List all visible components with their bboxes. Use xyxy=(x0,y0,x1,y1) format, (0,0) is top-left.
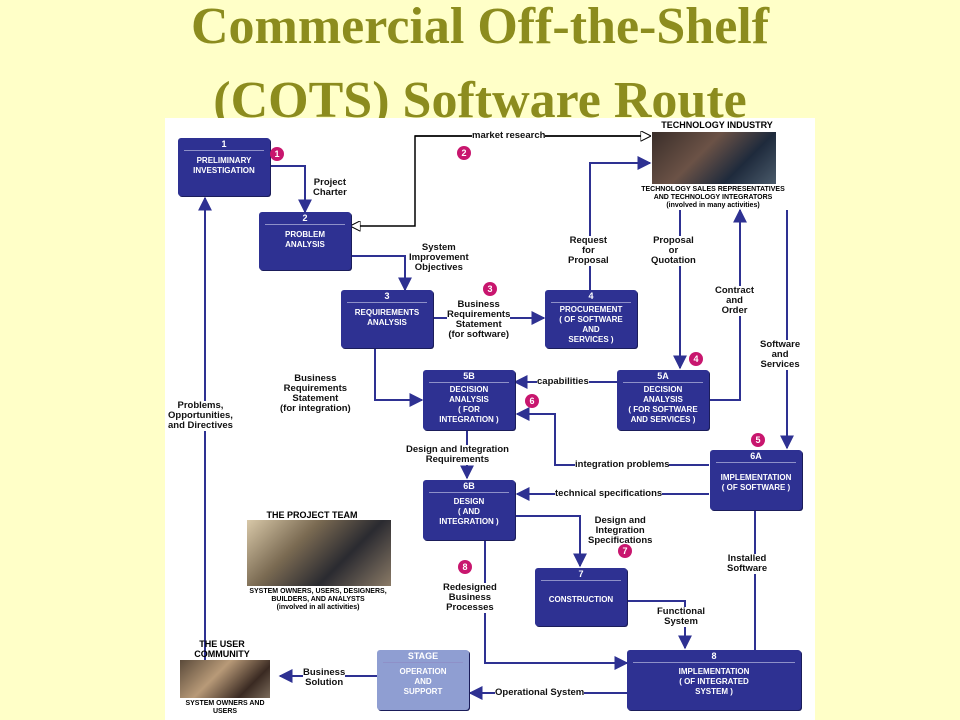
label-integration-problems: integration problems xyxy=(575,459,670,470)
label-redesigned-processes: Redesigned Business Processes xyxy=(443,582,497,613)
box-label: REQUIREMENTS ANALYSIS xyxy=(354,308,420,327)
label-system-improvement: System Improvement Objectives xyxy=(409,242,469,273)
tech-industry-caption: TECHNOLOGY SALES REPRESENTATIVES AND TEC… xyxy=(641,186,785,209)
step-badge: 7 xyxy=(618,544,632,558)
box-number: 1 xyxy=(184,138,264,151)
box-preliminary-investigation: 1 PRELIMINARY INVESTIGATION xyxy=(178,138,270,196)
box-label: IMPLEMENTATION ( OF SOFTWARE ) xyxy=(720,473,792,492)
flow-functional-system xyxy=(627,600,692,650)
box-decision-analysis-software: 5A DECISION ANALYSIS ( FOR SOFTWARE AND … xyxy=(617,370,709,430)
cots-flow-diagram: 1 PRELIMINARY INVESTIGATION 2 PROBLEM AN… xyxy=(165,118,815,720)
project-team-title: THE PROJECT TEAM xyxy=(266,510,358,520)
flow-request-for-proposal xyxy=(589,156,652,290)
step-badge: 1 xyxy=(270,147,284,161)
label-capabilities: capabilities xyxy=(537,376,589,387)
user-community-title: THE USER COMMUNITY xyxy=(194,639,250,659)
box-operation-support: STAGE OPERATION AND SUPPORT xyxy=(377,650,469,710)
box-label: DECISION ANALYSIS ( FOR INTEGRATION ) xyxy=(439,385,499,424)
box-number: 3 xyxy=(347,290,427,303)
box-number: 8 xyxy=(633,650,795,663)
label-business-req-software: Business Requirements Statement (for sof… xyxy=(447,299,511,340)
label-contract-order: Contract and Order xyxy=(715,285,755,316)
box-problem-analysis: 2 PROBLEM ANALYSIS xyxy=(259,212,351,270)
label-business-req-integration: Business Requirements Statement (for int… xyxy=(280,373,351,414)
box-number: STAGE xyxy=(383,650,463,663)
step-badge: 6 xyxy=(525,394,539,408)
box-label: DESIGN ( AND INTEGRATION ) xyxy=(439,497,499,526)
label-software-services: Software and Services xyxy=(760,339,801,370)
step-badge: 5 xyxy=(751,433,765,447)
box-procurement: 4 PROCUREMENT ( OF SOFTWARE AND SERVICES… xyxy=(545,290,637,348)
box-implementation-software: 6A IMPLEMENTATION ( OF SOFTWARE ) xyxy=(710,450,802,510)
step-badge: 8 xyxy=(458,560,472,574)
flow-system-improvement xyxy=(351,255,412,292)
flow-redesigned-processes xyxy=(484,540,629,670)
box-label: PROCUREMENT ( OF SOFTWARE AND SERVICES ) xyxy=(559,305,623,344)
flow-contract-order xyxy=(710,208,747,401)
step-badge: 2 xyxy=(457,146,471,160)
box-number: 5A xyxy=(623,370,703,383)
box-label: PROBLEM ANALYSIS xyxy=(285,230,325,249)
step-badge: 3 xyxy=(483,282,497,296)
user-community-caption: SYSTEM OWNERS AND USERS xyxy=(185,700,265,715)
step-badge: 4 xyxy=(689,352,703,366)
slide-title-line-1: Commercial Off-the-Shelf xyxy=(190,0,770,55)
box-label: DECISION ANALYSIS ( FOR SOFTWARE AND SER… xyxy=(628,385,698,424)
flow-project-charter xyxy=(270,165,312,214)
label-proposal-quotation: Proposal or Quotation xyxy=(651,235,696,266)
tech-industry-photo xyxy=(652,132,776,184)
label-problems-opportunities: Problems, Opportunities, and Directives xyxy=(168,400,233,431)
box-label: IMPLEMENTATION ( OF INTEGRATED SYSTEM ) xyxy=(678,667,750,696)
user-community-photo xyxy=(180,660,270,698)
tech-industry-title: TECHNOLOGY INDUSTRY xyxy=(661,120,773,130)
label-functional-system: Functional System xyxy=(657,606,706,627)
label-project-charter: Project Charter xyxy=(313,177,347,198)
label-market-research: market research xyxy=(472,130,546,141)
box-number: 4 xyxy=(551,290,631,303)
box-label: CONSTRUCTION xyxy=(548,595,614,604)
box-construction: 7 CONSTRUCTION xyxy=(535,568,627,626)
flow-business-req-integration xyxy=(374,348,424,407)
label-request-for-proposal: Request for Proposal xyxy=(568,235,609,266)
flow-design-integration-specs xyxy=(515,515,587,568)
box-design-integration: 6B DESIGN ( AND INTEGRATION ) xyxy=(423,480,515,540)
project-team-photo xyxy=(247,520,391,586)
box-number: 2 xyxy=(265,212,345,225)
label-design-integration-req: Design and Integration Requirements xyxy=(406,444,509,465)
label-technical-specifications: technical specifications xyxy=(555,488,663,499)
box-implementation-integrated: 8 IMPLEMENTATION ( OF INTEGRATED SYSTEM … xyxy=(627,650,801,710)
box-number: 6A xyxy=(716,450,796,463)
box-decision-analysis-integration: 5B DECISION ANALYSIS ( FOR INTEGRATION ) xyxy=(423,370,515,430)
flow-market-research xyxy=(351,135,650,226)
box-number: 6B xyxy=(429,480,509,493)
project-team-caption: SYSTEM OWNERS, USERS, DESIGNERS, BUILDER… xyxy=(249,588,387,611)
label-installed-software: Installed Software xyxy=(727,553,768,574)
label-operational-system: Operational System xyxy=(495,687,585,698)
box-label: OPERATION AND SUPPORT xyxy=(399,667,447,696)
box-label: PRELIMINARY INVESTIGATION xyxy=(193,156,255,175)
box-number: 7 xyxy=(541,568,621,581)
box-requirements-analysis: 3 REQUIREMENTS ANALYSIS xyxy=(341,290,433,348)
label-business-solution: Business Solution xyxy=(303,667,346,688)
label-design-integration-specs: Design and Integration Specifications xyxy=(588,515,653,546)
box-number: 5B xyxy=(429,370,509,383)
